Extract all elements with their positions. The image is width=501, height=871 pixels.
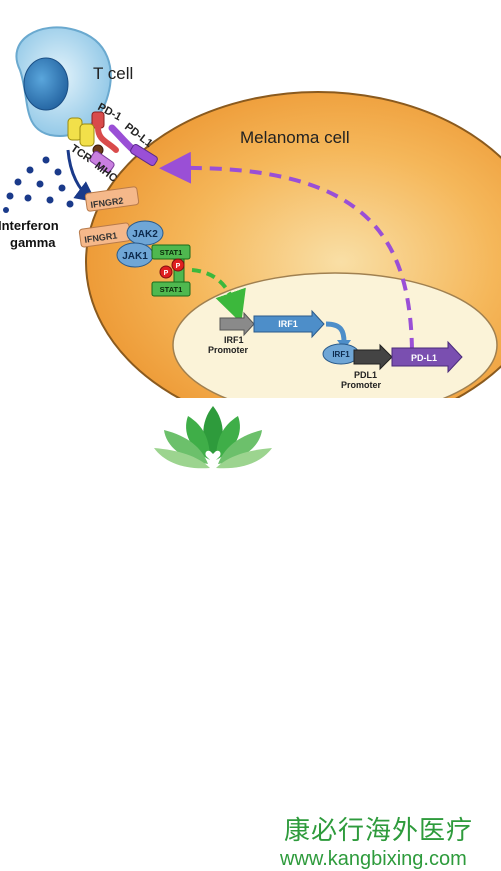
stat1-signal-arrow <box>191 268 246 324</box>
t-cell <box>15 26 112 137</box>
lotus-logo <box>154 406 272 469</box>
phospho-circle-1 <box>159 265 173 279</box>
irf1-protein-label: IRF1 <box>332 350 350 359</box>
jak1-label: JAK1 <box>122 251 148 262</box>
jak2-label: JAK2 <box>132 229 158 240</box>
mhc-complex <box>89 144 115 174</box>
stat1-bottom-box <box>151 281 191 297</box>
pd1-receptor <box>91 111 119 153</box>
pdl1-promoter-label-line2: Promoter <box>341 380 382 390</box>
t-cell-label: T cell <box>93 64 133 83</box>
ifngr1-label: IFNGR1 <box>84 230 118 244</box>
stat1-top-box <box>151 244 191 260</box>
brand-url: www.kangbixing.com <box>280 848 467 870</box>
pdl1-promoter-label-line1: PDL1 <box>354 370 377 380</box>
interferon-gamma-dots <box>3 156 74 213</box>
tcr-receptor <box>67 117 95 147</box>
phospho-label-1: P <box>164 270 169 277</box>
interferon-label-line2: gamma <box>10 235 56 250</box>
ifngr2-receptor <box>84 186 140 212</box>
phospho-circle-2 <box>171 258 185 272</box>
t-cell-nucleus <box>23 57 69 111</box>
stat1-bottom-label: STAT1 <box>160 285 183 294</box>
ifngr2-label: IFNGR2 <box>90 195 124 209</box>
irf1-promoter-label-line1: IRF1 <box>224 335 244 345</box>
irf1-gene-label: IRF1 <box>278 319 298 329</box>
pdl1-feedback-arrow <box>159 151 414 351</box>
pdl1-ligand <box>108 124 158 167</box>
brand-footer: 康必行海外医疗 www.kangbixing.com <box>0 398 501 870</box>
irf1-promoter-arrow <box>219 311 255 337</box>
irf1-gene-arrow <box>253 309 325 339</box>
stat1-top-label: STAT1 <box>160 248 183 257</box>
interferon-label-line1: Interferon <box>0 218 59 233</box>
pdl1-gene-arrow <box>391 340 463 374</box>
irf1-promoter-label-line2: Promoter <box>208 345 249 355</box>
phospho-label-2: P <box>176 263 181 270</box>
irf1-translation-arrow <box>325 321 347 343</box>
brand-name-chinese: 康必行海外医疗 <box>284 816 474 846</box>
diagram-canvas: T cell Melanoma cell PD-1 PD-L1 TCR MHC … <box>0 26 501 433</box>
melanoma-cell-label: Melanoma cell <box>240 128 350 147</box>
pdl1-gene-label: PD-L1 <box>411 353 437 363</box>
pdl1-promoter-arrow <box>353 343 393 371</box>
